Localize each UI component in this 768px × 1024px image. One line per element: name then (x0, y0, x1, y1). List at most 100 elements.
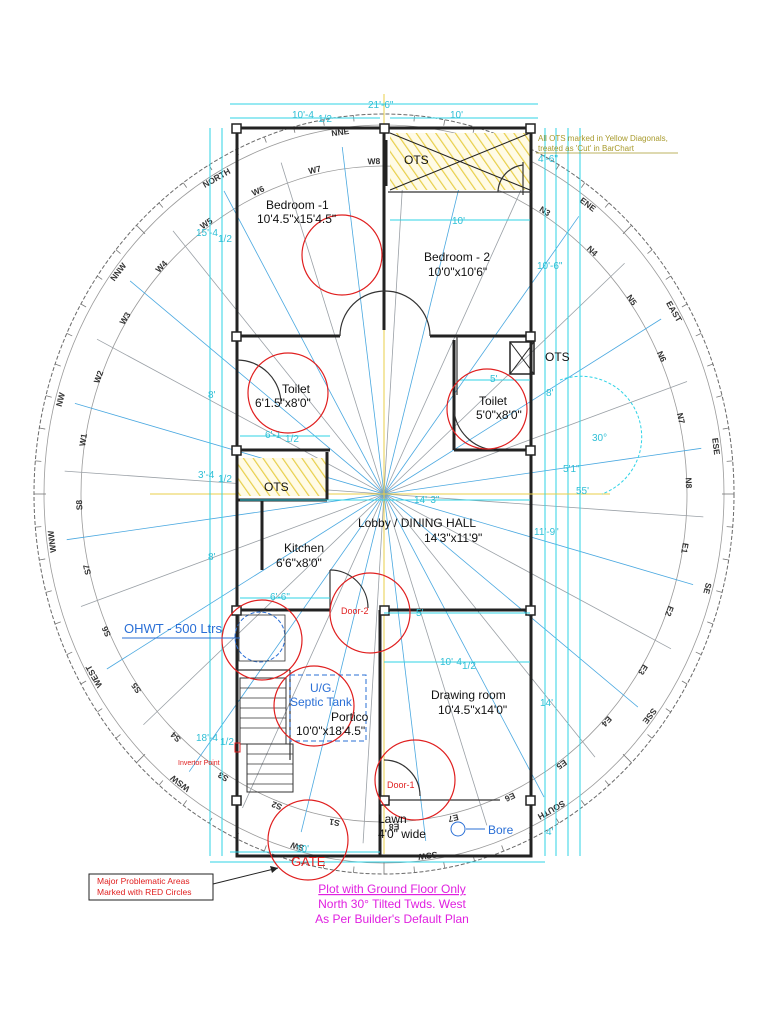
ug-label-1: U/G. (310, 681, 335, 695)
bedroom2-name: Bedroom - 2 (424, 250, 490, 264)
problem-circle (329, 572, 411, 654)
compass-tick (182, 182, 188, 188)
pada-label: E8 (388, 822, 399, 832)
compass-tick (622, 753, 632, 763)
bore-label: Bore (488, 823, 514, 837)
compass-tick (647, 249, 653, 254)
compass-ray (383, 493, 427, 842)
compass-ray (106, 493, 385, 670)
pada-label: E3 (636, 663, 650, 677)
compass-tick (580, 182, 586, 188)
compass-ray (383, 447, 702, 495)
svg-text:1/2: 1/2 (218, 234, 232, 245)
compass-ray (383, 493, 704, 518)
dim-angle: 30° (592, 433, 607, 444)
toilet1-name: Toilet (282, 382, 311, 396)
pada-label: S1 (328, 817, 340, 829)
compass-tick (622, 225, 632, 235)
compass-tick (158, 202, 164, 208)
compass-tick (580, 800, 586, 806)
compass-tick (136, 225, 146, 235)
compass-ray (383, 493, 672, 650)
compass-tick (665, 708, 671, 713)
pada-label: S8 (74, 499, 84, 510)
ots-note-line2: treated as 'Cut' in BarChart (538, 144, 635, 153)
lawn-size: 4'0" wide (378, 827, 426, 841)
dim-toilet1-w: 6'-1 (265, 430, 282, 441)
dim-right-drawing: 14' (540, 698, 553, 709)
dim-right-top: 4'-6" (538, 154, 558, 165)
pada-label: E2 (663, 605, 676, 619)
compass-tick (35, 526, 42, 528)
compass-tick (66, 333, 73, 337)
pada-label: N7 (675, 412, 687, 425)
pada-label: N8 (684, 477, 694, 488)
ots-top-label: OTS (404, 153, 429, 167)
compass-ray (129, 280, 385, 495)
direction-label: EAST (664, 299, 684, 324)
lobby-size: 14'3"x11'9" (424, 531, 482, 545)
pada-label: W3 (117, 310, 132, 326)
door2-label: Door-2 (341, 606, 369, 616)
compass-tick (322, 119, 325, 126)
compass-tick (136, 753, 146, 763)
pada-label: W8 (367, 156, 380, 166)
pada-label: E7 (447, 812, 460, 824)
problem-circle (301, 214, 383, 296)
compass-tick (80, 303, 87, 308)
compass-tick (45, 590, 52, 593)
portico-name: Portico (331, 710, 369, 724)
portico-size: 10'0"x18'4.5" (296, 724, 365, 738)
ots-left-label: OTS (264, 480, 289, 494)
dim-left-kitchen: 8' (208, 552, 216, 563)
footer-line3: As Per Builder's Default Plan (315, 912, 469, 926)
compass-ray (383, 493, 694, 585)
compass-ray (223, 190, 385, 495)
compass-tick (443, 119, 446, 126)
compass-tick (97, 708, 103, 713)
compass-tick (716, 590, 723, 593)
pada-label: W4 (153, 258, 169, 274)
compass-tick (322, 862, 325, 869)
dim-door2-w: 5' (416, 608, 424, 619)
problem-circles (221, 214, 528, 881)
compass-tick (353, 866, 355, 873)
compass-ray (383, 493, 488, 826)
compass-tick (263, 845, 267, 852)
dim-kitchen-w: 6'-6" (270, 592, 290, 603)
compass-ray (383, 493, 596, 758)
compass-ray (74, 403, 385, 495)
direction-label: ENE (578, 195, 598, 214)
compass-tick (443, 862, 446, 869)
dim-bottom-left: 10' (296, 844, 309, 855)
compass-tick (707, 363, 714, 367)
invertor-point (234, 742, 241, 753)
pada-label: E5 (554, 757, 568, 771)
direction-label: NW (54, 390, 68, 407)
pada-label: N6 (655, 349, 669, 363)
pada-label: S4 (168, 730, 183, 745)
pada-label: S6 (99, 625, 113, 639)
bedroom1-size: 10'4.5"x15'4.5" (257, 212, 336, 226)
ohwt-label: OHWT - 500 Ltrs (124, 621, 223, 636)
dim-right-lobby: 11'-9" (534, 527, 559, 538)
pada-label: N4 (585, 243, 600, 258)
compass-tick (413, 866, 415, 873)
walls (235, 126, 533, 858)
compass-ray (172, 230, 385, 495)
compass-ray (80, 493, 385, 607)
pada-label: W7 (307, 163, 322, 176)
pada-label: W2 (92, 369, 106, 385)
gate-label: GATE (291, 854, 326, 869)
bore-icon (450, 821, 466, 837)
dim-right-lawn: 4' (546, 827, 554, 838)
compass-tick (263, 136, 267, 143)
compass-ray (300, 493, 385, 833)
compass-tick (722, 558, 729, 561)
footer-line2: North 30° Tilted Twds. West (318, 897, 466, 911)
compass-tick (39, 427, 46, 430)
callout-line2: Marked with RED Circles (97, 887, 191, 897)
ots-left-hatch (237, 458, 327, 496)
problem-circle (221, 599, 303, 681)
svg-text:1/2: 1/2 (285, 434, 299, 445)
